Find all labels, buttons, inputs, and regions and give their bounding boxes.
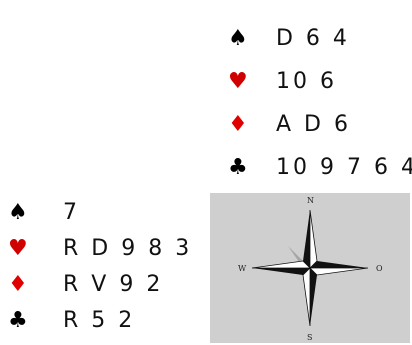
west-hearts-cards: R D 9 8 3 bbox=[63, 234, 192, 264]
compass-south-label: S bbox=[307, 333, 312, 342]
spade-icon: ♠ bbox=[228, 24, 248, 54]
west-hand: ♠ 7 ♥ R D 9 8 3 ♦ R V 9 2 ♣ R 5 2 bbox=[8, 198, 208, 343]
compass-rose-icon: N S W O bbox=[210, 193, 410, 343]
north-hearts-cards: 10 6 bbox=[276, 67, 337, 97]
compass-panel: N S W O bbox=[210, 193, 410, 343]
diamond-icon: ♦ bbox=[228, 110, 248, 140]
heart-icon: ♥ bbox=[228, 67, 248, 97]
north-diamonds-cards: A D 6 bbox=[276, 110, 351, 140]
west-diamonds-cards: R V 9 2 bbox=[63, 270, 163, 300]
west-clubs-cards: R 5 2 bbox=[63, 306, 135, 336]
club-icon: ♣ bbox=[228, 153, 248, 183]
north-spades-cards: D 6 4 bbox=[276, 24, 350, 54]
diamond-icon: ♦ bbox=[8, 270, 28, 300]
west-spades-cards: 7 bbox=[63, 198, 80, 228]
club-icon: ♣ bbox=[8, 306, 28, 336]
spade-icon: ♠ bbox=[8, 198, 28, 228]
north-clubs-cards: 10 9 7 6 4 bbox=[276, 153, 412, 183]
compass-east-label: O bbox=[376, 264, 383, 273]
heart-icon: ♥ bbox=[8, 234, 28, 264]
compass-west-label: W bbox=[238, 264, 247, 273]
north-hand: ♠ D 6 4 ♥ 10 6 ♦ A D 6 ♣ 10 9 7 6 4 bbox=[228, 24, 412, 194]
compass-north-label: N bbox=[307, 196, 314, 205]
